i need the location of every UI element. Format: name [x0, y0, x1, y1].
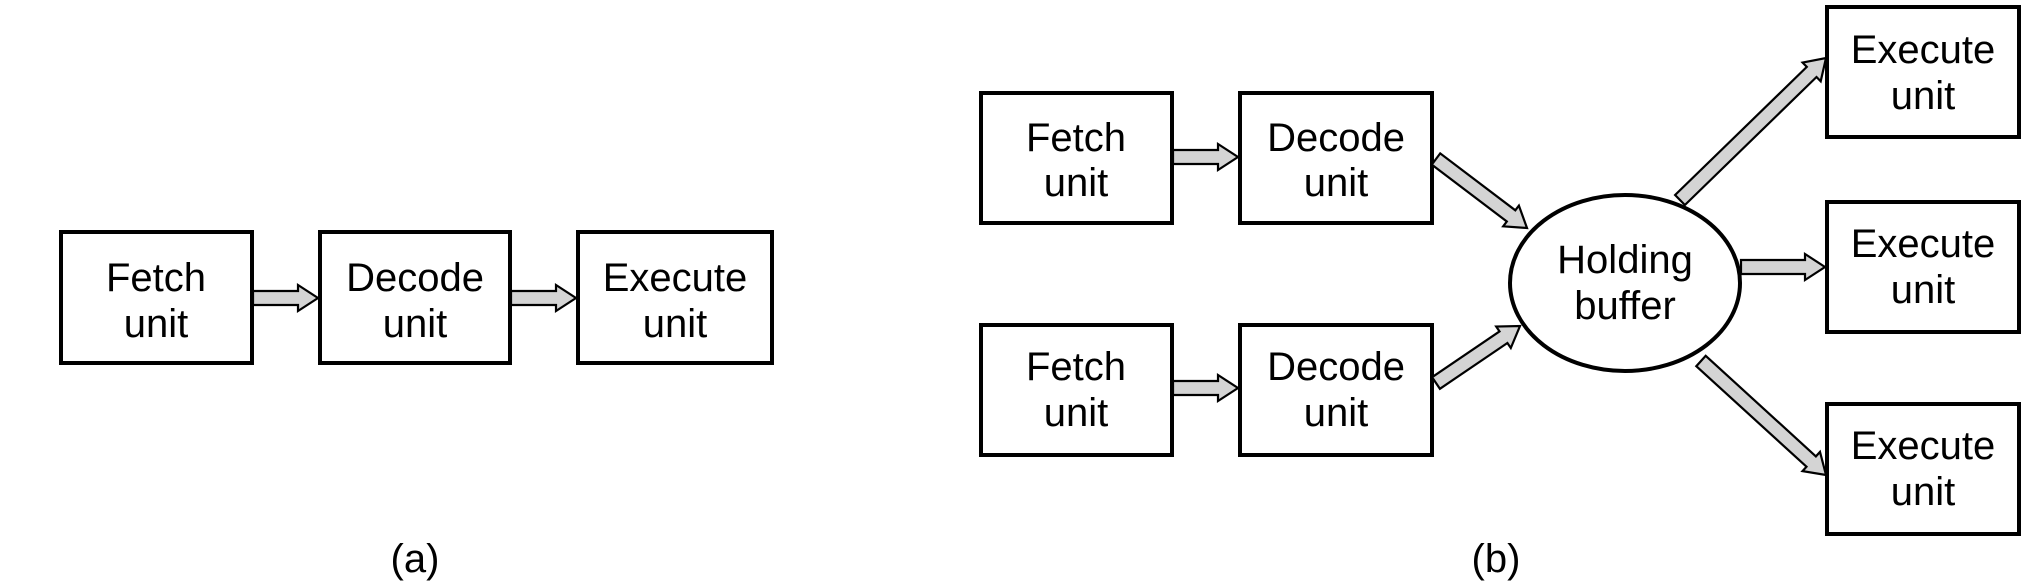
arrow-decode-bottom-to-buffer — [1430, 324, 1522, 391]
part-a: Fetch unit Decode unit Execute unit (a) — [59, 230, 774, 581]
block-arrow-shape — [1430, 324, 1522, 391]
block-arrow-shape — [1430, 151, 1529, 230]
fetch-unit-b-top-label-2: unit — [1044, 161, 1109, 205]
block-arrow-shape — [1171, 372, 1241, 404]
execute-unit-b-bottom-label-1: Execute — [1851, 424, 1996, 468]
block-arrow-shape — [1739, 251, 1828, 283]
execute-unit-b-top-label-1: Execute — [1851, 28, 1996, 72]
arrow-fetch-to-decode-b-bottom — [1171, 372, 1241, 404]
holding-buffer-ellipse — [1508, 193, 1742, 373]
caption-b: (b) — [1472, 537, 1521, 581]
block-arrow-shape — [1694, 354, 1828, 477]
holding-buffer-label-1: Holding — [1557, 238, 1693, 282]
arrow-buffer-to-execute-top — [1673, 56, 1828, 207]
fetch-unit-a-box — [59, 230, 254, 365]
decode-unit-b-bottom-box — [1238, 323, 1434, 457]
decode-unit-a-label-1: Decode — [346, 256, 484, 300]
execute-unit-b-middle-label-2: unit — [1891, 268, 1956, 312]
block-arrow-shape — [251, 282, 321, 314]
execute-unit-b-top-box — [1825, 5, 2021, 139]
execute-unit-b-top-label-2: unit — [1891, 74, 1956, 118]
fetch-unit-a-label-1: Fetch — [106, 256, 206, 300]
arrow-decode-to-execute-a — [509, 282, 579, 314]
fetch-unit-a-label-2: unit — [124, 302, 189, 346]
arrow-buffer-to-execute-middle — [1739, 251, 1828, 283]
execute-unit-b-middle-label-1: Execute — [1851, 222, 1996, 266]
arrow-fetch-to-decode-a — [251, 282, 321, 314]
execute-unit-b-bottom-label-2: unit — [1891, 470, 1956, 514]
decode-unit-a-label-2: unit — [383, 302, 448, 346]
arrow-buffer-to-execute-bottom — [1694, 354, 1828, 477]
decode-unit-b-top-label-1: Decode — [1267, 116, 1405, 160]
arrow-decode-top-to-buffer — [1430, 151, 1529, 230]
fetch-unit-b-bottom-box — [979, 323, 1174, 457]
execute-unit-a-label-1: Execute — [603, 256, 748, 300]
fetch-unit-b-bottom-label-1: Fetch — [1026, 345, 1126, 389]
fetch-unit-b-top-label-1: Fetch — [1026, 116, 1126, 160]
holding-buffer-label-2: buffer — [1574, 284, 1676, 328]
arrow-fetch-to-decode-b-top — [1171, 141, 1241, 173]
fetch-unit-b-bottom-label-2: unit — [1044, 391, 1109, 435]
block-arrow-shape — [1673, 56, 1828, 207]
decode-unit-b-top-label-2: unit — [1304, 161, 1369, 205]
decode-unit-b-top-box — [1238, 91, 1434, 225]
block-arrow-shape — [1171, 141, 1241, 173]
decode-unit-a-box — [318, 230, 512, 365]
execute-unit-a-label-2: unit — [643, 302, 708, 346]
decode-unit-b-bottom-label-1: Decode — [1267, 345, 1405, 389]
decode-unit-b-bottom-label-2: unit — [1304, 391, 1369, 435]
execute-unit-b-bottom-box — [1825, 402, 2021, 536]
execute-unit-a-box — [576, 230, 774, 365]
part-b: Fetch unit Decode unit Fetch unit Decode… — [979, 5, 2021, 581]
block-arrow-shape — [509, 282, 579, 314]
caption-a: (a) — [391, 537, 440, 581]
